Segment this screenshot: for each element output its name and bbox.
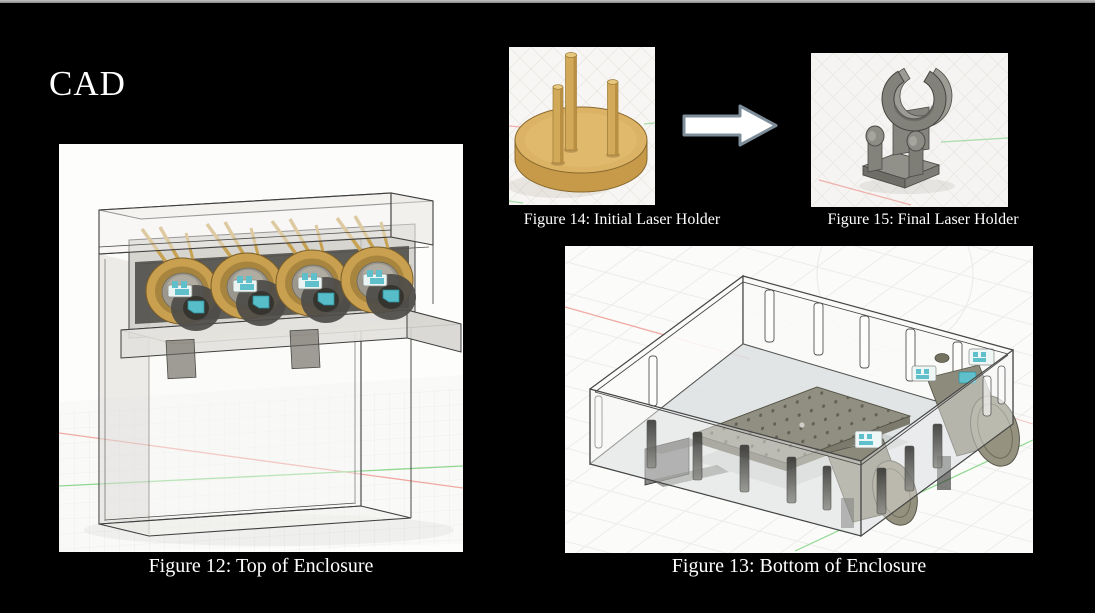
- figure-14-image: [509, 47, 655, 205]
- transition-arrow: [680, 103, 780, 148]
- figure-15-image: [811, 53, 1008, 207]
- slide-top-border: [0, 0, 1095, 3]
- figure-13-image: [565, 246, 1033, 553]
- figure-12-caption: Figure 12: Top of Enclosure: [148, 555, 374, 577]
- figure-14-caption: Figure 14: Initial Laser Holder: [523, 211, 721, 228]
- right-arrow-icon: [682, 104, 778, 147]
- page-title: CAD: [49, 64, 126, 103]
- figure-15-caption: Figure 15: Final Laser Holder: [827, 211, 1019, 228]
- figure-12-image: [59, 144, 463, 552]
- figure-13-caption: Figure 13: Bottom of Enclosure: [671, 555, 927, 577]
